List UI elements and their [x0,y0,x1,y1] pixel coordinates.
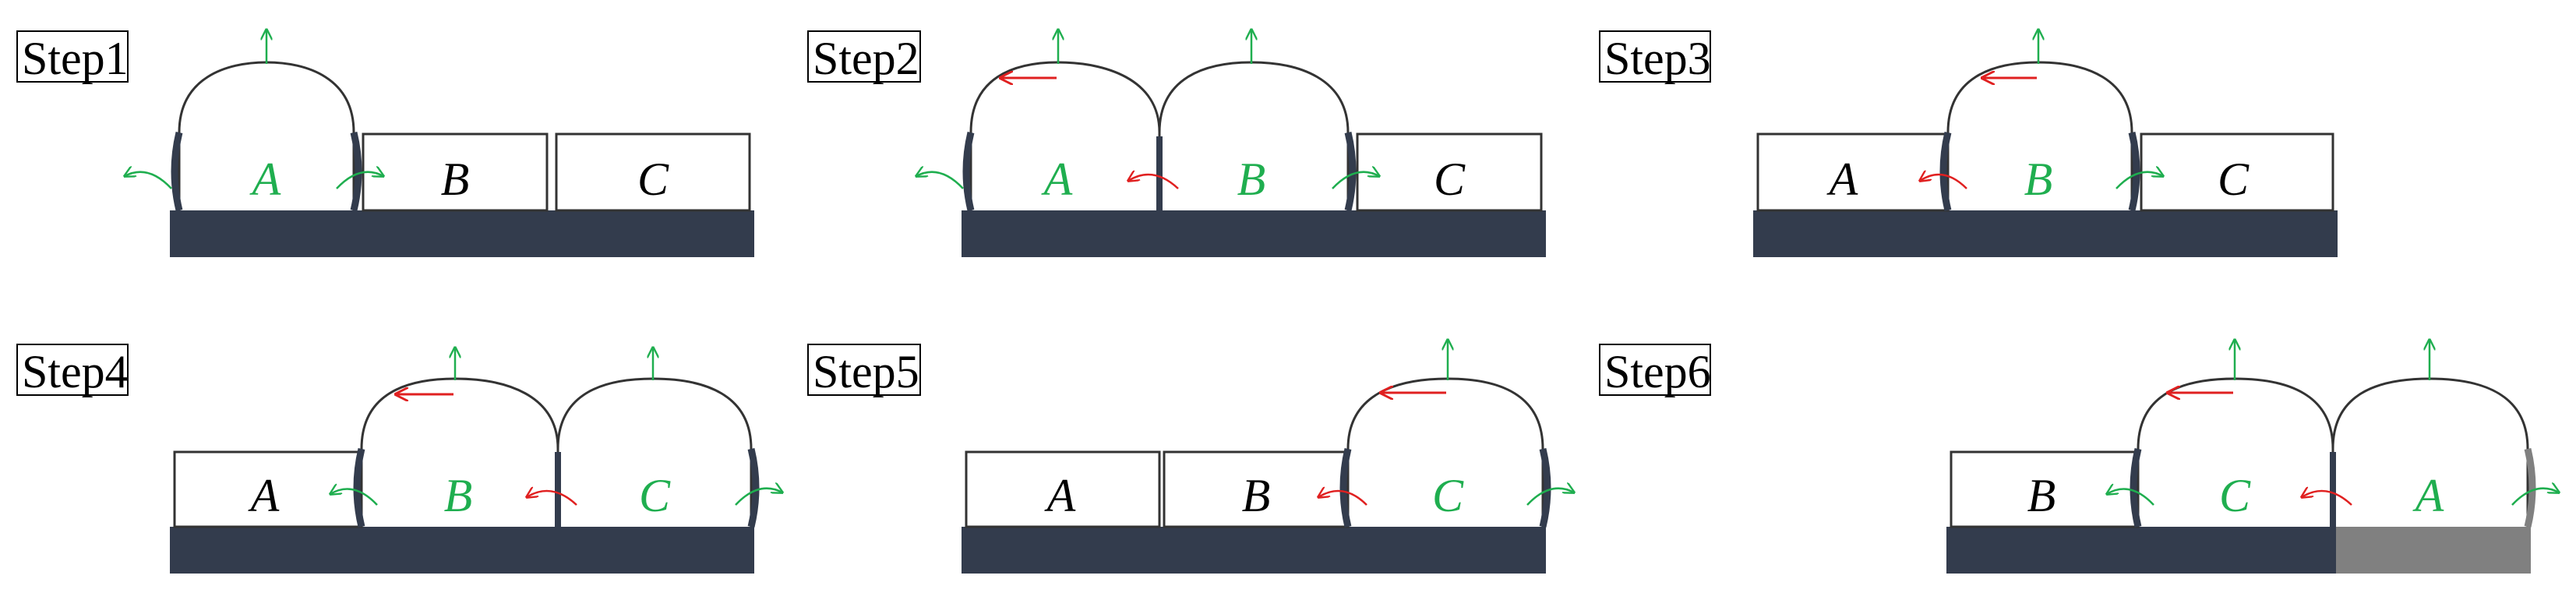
base-bar [1753,210,2338,257]
cell-label-a: A [2412,470,2444,521]
wall-right [350,131,362,212]
base-bar [170,527,754,574]
right-arrow-green [336,172,383,189]
cell-box-c [555,132,751,212]
wall-right [1539,447,1551,528]
step-4-panel: Step4 A B C [16,344,782,574]
step-1-panel: Step1 A B C [16,30,754,257]
left-arrow-red [1920,175,1967,189]
wall-right-grey [2524,447,2536,528]
cell-label-c: C [639,470,671,521]
step-label-box [16,30,129,83]
cell-label-a: A [248,470,280,521]
step-label: Step1 [22,33,129,84]
cell-label-a: A [249,154,281,205]
cell-box-c [1356,132,1543,212]
cell-label-b: B [2024,154,2053,205]
left-arrow-green [916,172,964,189]
step-label: Step6 [1604,346,1711,397]
right-arrow-green [735,489,782,506]
step-label: Step2 [813,33,919,84]
step-6-panel: Step6 B C A [1599,340,2559,574]
step-label-box [807,344,921,396]
right-arrow-green [2511,489,2559,506]
cell-label-a: A [1826,154,1858,205]
right-arrow-green [1526,489,1574,506]
cell-box-a [965,450,1161,528]
step-2-panel: Step2 A B C [807,30,1546,257]
cell-label-c: C [637,154,669,205]
middle-arrow-red [1128,175,1179,189]
cell-label-c: C [2219,470,2251,521]
step-label-box [16,344,129,396]
cell-label-c: C [2218,154,2250,205]
left-arrow-green [330,489,378,506]
left-arrow-green [2107,489,2154,506]
middle-arrow-red [2302,491,2352,506]
wall-left [962,131,975,212]
wall-left [171,131,183,212]
cell-label-a: A [1041,154,1073,205]
right-arrow-green [1332,172,1379,189]
wall-right [747,447,760,528]
base-bar [1946,527,2336,574]
step-3-panel: Step3 A B C [1599,30,2338,257]
cell-label-c: C [1434,154,1466,205]
wall-right [1344,131,1357,212]
wall-left [2130,447,2142,528]
base-bar [170,210,754,257]
wall-left [1339,447,1352,528]
cell-label-b: B [1237,154,1266,205]
right-arrow-green [2115,172,2163,189]
left-arrow-green [125,172,172,189]
step-label-box [807,30,921,83]
middle-arrow-red [527,491,577,506]
step-label: Step4 [22,346,129,397]
step-label-box [1599,344,1711,396]
step-label-box [1599,30,1711,83]
wall-left [353,447,365,528]
cell-box-c [2140,132,2334,212]
cell-label-b: B [441,154,470,205]
cell-label-c: C [1432,470,1464,521]
cell-label-a: A [1044,470,1076,521]
step-label: Step5 [813,346,919,397]
wall-right [2128,131,2140,212]
cell-label-b: B [444,470,473,521]
cell-label-b: B [1242,470,1271,521]
base-bar [962,527,1546,574]
base-bar-grey [2336,527,2531,574]
wall-left [1939,131,1952,212]
left-arrow-red [1318,491,1367,506]
cell-label-b: B [2027,470,2056,521]
base-bar [962,210,1546,257]
cell-box-b [362,132,549,212]
step-5-panel: Step5 A B C [807,340,1574,574]
step-label: Step3 [1604,33,1711,84]
